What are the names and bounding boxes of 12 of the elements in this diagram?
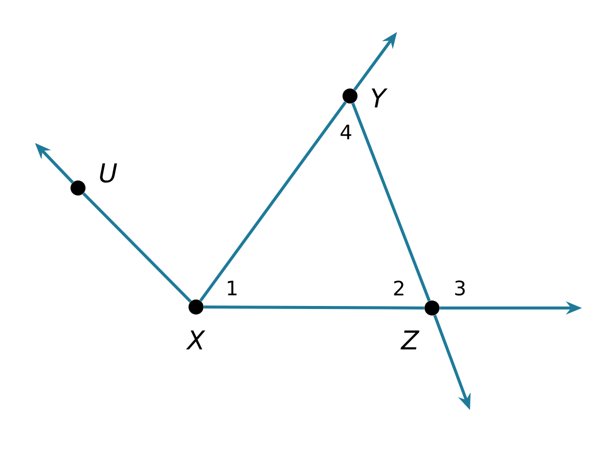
angle-number: 4 — [340, 124, 352, 140]
ray-line — [204, 306, 424, 310]
angle-number: 3 — [455, 280, 465, 296]
ray-line — [82, 192, 192, 303]
point-label: Y — [372, 88, 388, 108]
point-label: Z — [400, 330, 420, 350]
point-label: U — [100, 163, 117, 183]
ray-line — [199, 101, 347, 302]
point-label: X — [186, 330, 206, 350]
ray-line — [351, 102, 431, 302]
angle-number: 2 — [394, 280, 404, 296]
angle-number: 1 — [228, 280, 236, 296]
